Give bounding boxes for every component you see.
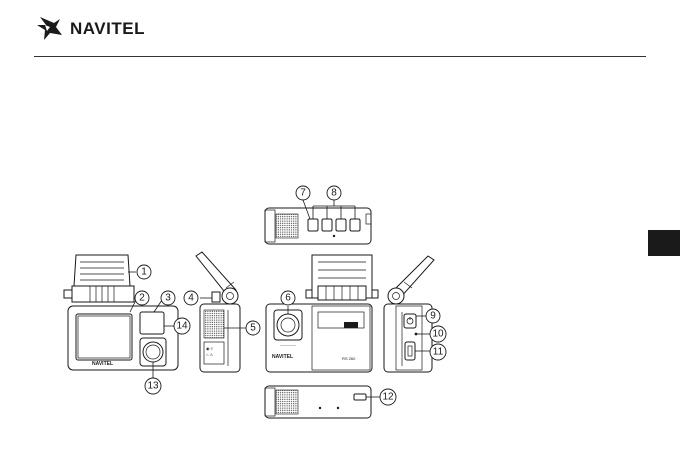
callout-1: 1 — [136, 264, 152, 280]
svg-text:4: 4 — [188, 293, 194, 304]
svg-text:◉ ≡: ◉ ≡ — [206, 346, 214, 351]
svg-text:1: 1 — [141, 267, 147, 278]
front-view: NAVITEL — [63, 254, 179, 371]
callout-2: 2 — [134, 290, 150, 306]
front-logo: NAVITEL — [92, 361, 113, 367]
rear-model: RS 260 — [342, 356, 356, 361]
svg-text:8: 8 — [331, 188, 337, 199]
svg-text:2: 2 — [139, 293, 145, 304]
rear-logo: NAVITEL — [272, 354, 293, 360]
svg-text:————: ———— — [280, 342, 296, 347]
brand-logo — [34, 10, 64, 46]
svg-text:12: 12 — [382, 392, 394, 403]
bottom-view — [264, 385, 372, 419]
svg-text:⌂ ⚠: ⌂ ⚠ — [206, 352, 214, 357]
svg-text:3: 3 — [165, 293, 171, 304]
brand-name: NAVITEL — [70, 19, 145, 38]
callout-9: 9 — [425, 308, 441, 324]
leader-lines — [128, 199, 430, 398]
top-buttons — [307, 218, 361, 232]
callout-7: 7 — [295, 185, 311, 201]
navitel-logo-icon — [37, 17, 62, 40]
callout-12: 12 — [379, 388, 397, 406]
callout-3: 3 — [160, 290, 176, 306]
callout-5: 5 — [245, 320, 261, 336]
svg-text:9: 9 — [430, 311, 436, 322]
svg-text:11: 11 — [433, 347, 444, 358]
callout-4: 4 — [183, 290, 199, 306]
rear-view: ———— NAVITEL RS 260 — [265, 254, 379, 373]
svg-text:5: 5 — [250, 323, 256, 334]
callout-11: 11 — [429, 343, 447, 361]
callout-14: 14 — [173, 317, 191, 335]
top-view — [264, 207, 372, 245]
side-view-left: ◉ ≡ ⌂ ⚠ — [195, 251, 241, 373]
side-view-right — [383, 255, 435, 373]
svg-text:14: 14 — [176, 321, 188, 332]
section-tab — [648, 230, 680, 256]
svg-text:6: 6 — [285, 293, 291, 304]
svg-text:7: 7 — [300, 188, 306, 199]
callout-13: 13 — [144, 377, 162, 395]
callout-8: 8 — [326, 185, 342, 201]
usb-port-icon — [404, 341, 416, 361]
header-divider — [34, 56, 646, 57]
callout-10: 10 — [429, 325, 447, 343]
callout-6: 6 — [280, 290, 296, 306]
svg-text:10: 10 — [432, 329, 444, 340]
svg-text:13: 13 — [147, 381, 159, 392]
